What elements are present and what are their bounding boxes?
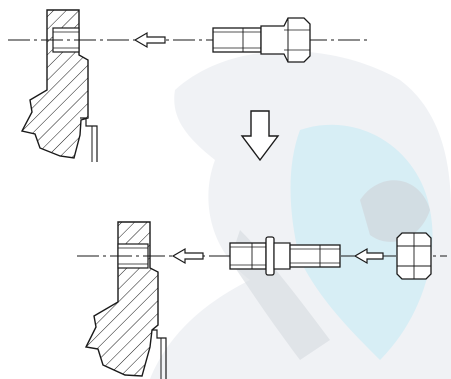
double-end-stud [229, 236, 341, 276]
hub-section-top [20, 9, 98, 162]
left-arrow-icon [171, 247, 204, 265]
watermark-graphic [150, 51, 451, 379]
left-arrow-icon [133, 31, 166, 49]
down-arrow-icon [240, 110, 280, 162]
stud-with-hex-top [212, 17, 311, 63]
hub-section-bottom [84, 221, 167, 379]
hex-nut [396, 232, 432, 280]
left-arrow-icon [353, 247, 384, 265]
